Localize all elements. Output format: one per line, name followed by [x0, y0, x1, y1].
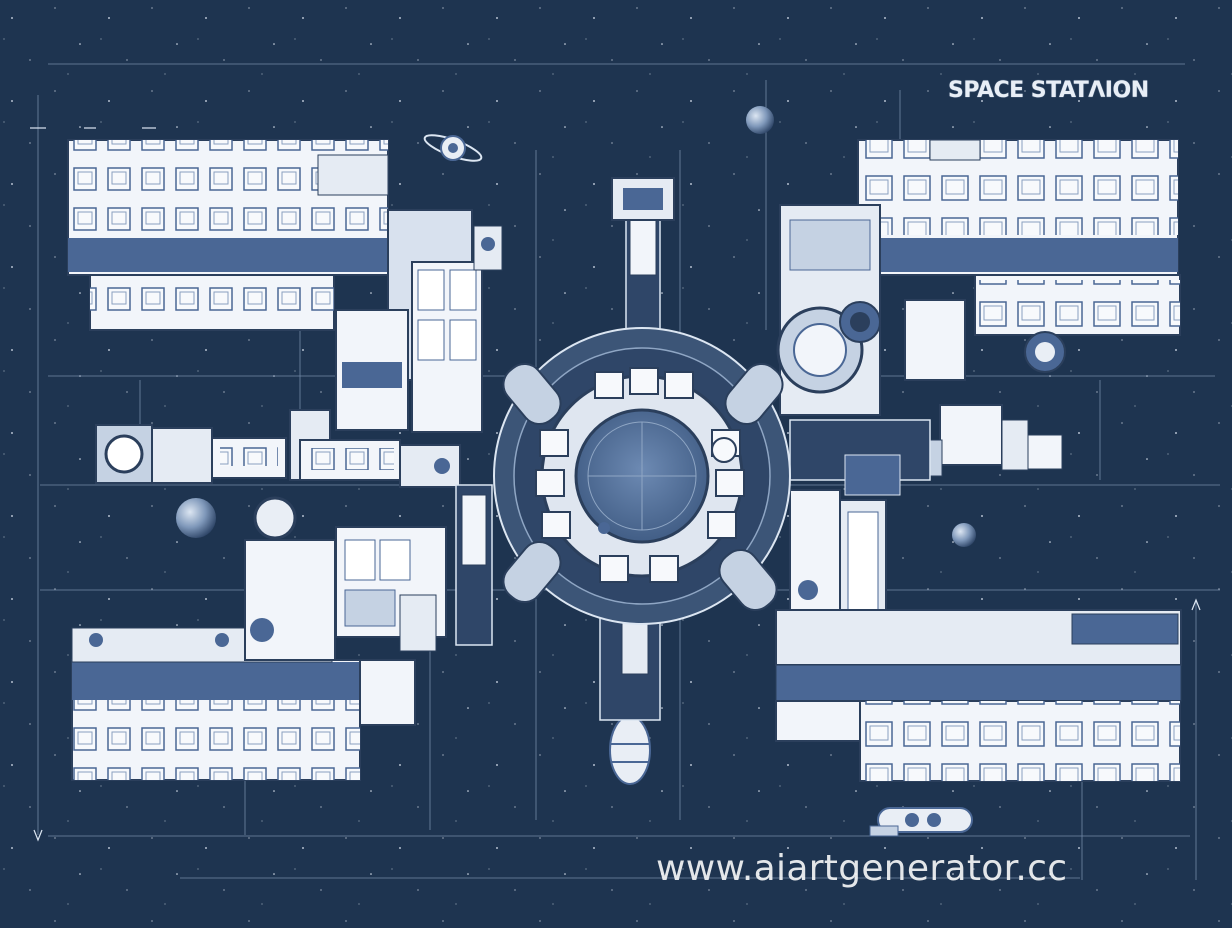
watermark-text: www.aiartgenerator.cc — [656, 848, 1068, 889]
planet-right — [952, 523, 976, 547]
module-bottom-left — [71, 496, 447, 781]
arm-middle-right — [787, 419, 931, 674]
module-bottom-right — [775, 609, 1182, 782]
shuttle-icon — [869, 807, 973, 837]
module-top-left — [67, 139, 503, 433]
satellite-icon — [423, 134, 483, 162]
planets-and-ships — [176, 106, 976, 837]
arm-middle-left — [95, 409, 461, 488]
module-top-right — [776, 139, 1181, 477]
central-hub — [493, 327, 791, 625]
poster-title: SPACE STATΛΙΟΝ — [948, 78, 1149, 103]
blueprint-arrows — [30, 127, 1201, 842]
planet-left — [176, 498, 216, 538]
planet-top — [746, 106, 774, 134]
